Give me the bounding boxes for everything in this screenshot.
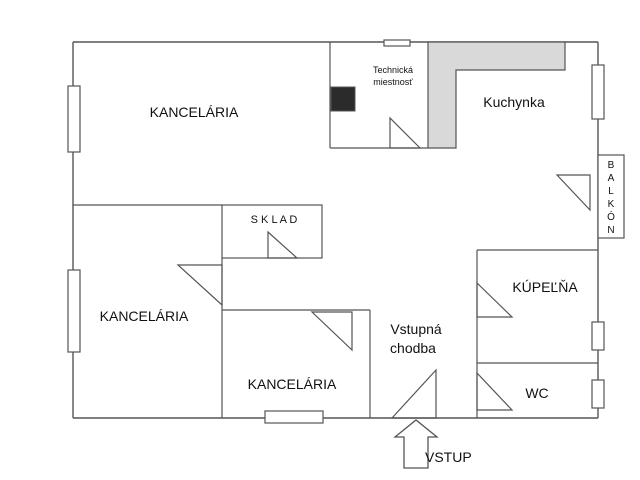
door-swing bbox=[267, 230, 299, 259]
room-label-wc: WC bbox=[525, 385, 548, 401]
room-label-technical-line2: miestnosť bbox=[373, 77, 413, 87]
room-label-hallway-line2: chodba bbox=[390, 340, 436, 356]
door-swing bbox=[476, 281, 514, 318]
room-label-office-left: KANCELÁRIA bbox=[100, 308, 189, 324]
balcony-letter: L bbox=[608, 186, 614, 197]
entrance-door-swing bbox=[390, 368, 437, 419]
room-label-hallway-line1: Vstupná bbox=[390, 321, 442, 337]
door-swings bbox=[176, 116, 591, 419]
door-swing bbox=[310, 311, 353, 352]
window bbox=[264, 410, 324, 424]
room-label-technical-line1: Technická bbox=[373, 65, 413, 75]
window bbox=[591, 64, 605, 120]
window bbox=[383, 39, 411, 47]
room-label-storage: S K L A D bbox=[251, 214, 298, 226]
door-swing bbox=[476, 371, 514, 411]
door-swing bbox=[176, 264, 223, 307]
window bbox=[67, 269, 81, 353]
room-label-office-top: KANCELÁRIA bbox=[150, 104, 239, 120]
balcony-letter: A bbox=[608, 173, 615, 184]
entrance-arrow bbox=[393, 419, 439, 469]
balcony-letter: K bbox=[608, 199, 615, 210]
door-swing bbox=[555, 174, 591, 212]
window bbox=[591, 321, 605, 351]
door-swing bbox=[389, 116, 422, 149]
window bbox=[67, 85, 81, 153]
balcony-letter: N bbox=[607, 225, 614, 236]
entrance-label: VSTUP bbox=[425, 449, 472, 465]
stove-block bbox=[330, 86, 356, 112]
kitchen-counter bbox=[427, 41, 566, 149]
balcony-box bbox=[597, 154, 625, 239]
window bbox=[591, 379, 605, 409]
windows bbox=[67, 39, 605, 424]
room-label-office-bottom: KANCELÁRIA bbox=[248, 376, 337, 392]
interior-walls bbox=[73, 42, 598, 418]
room-label-bathroom: KÚPEĽŇA bbox=[512, 279, 578, 295]
balcony-letter: B bbox=[608, 160, 615, 171]
balcony-label: B A L K Ó N bbox=[607, 160, 615, 236]
balcony-letter: Ó bbox=[607, 210, 615, 223]
room-label-kitchen: Kuchynka bbox=[483, 94, 545, 110]
